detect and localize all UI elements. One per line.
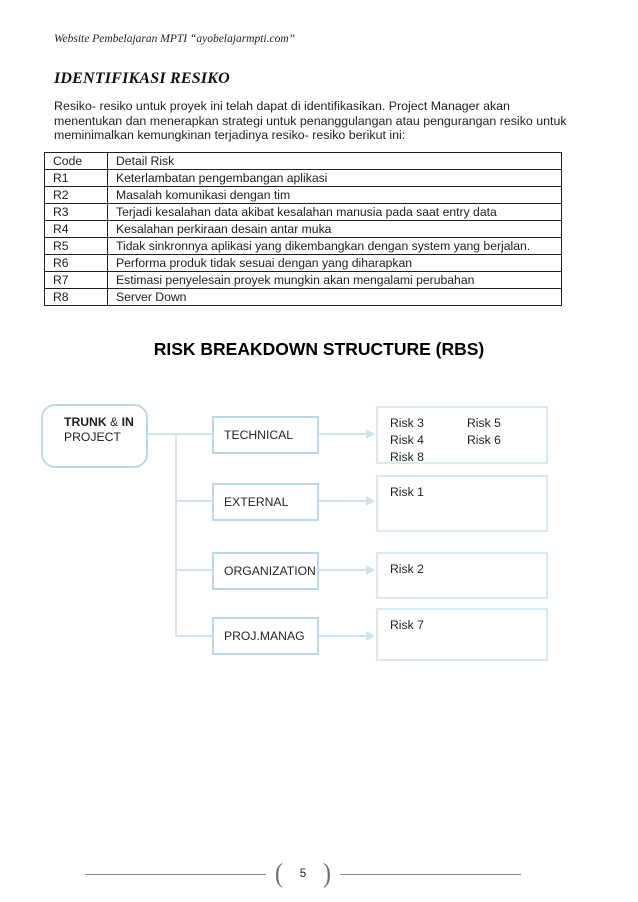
risk-label: Risk 2 — [390, 562, 424, 576]
root-node-line1: TRUNK & IN — [64, 415, 134, 429]
risk-code: R2 — [44, 186, 108, 204]
table-row: R1 Keterlambatan pengembangan aplikasi — [44, 169, 562, 187]
risk-label: Risk 8 — [390, 450, 424, 464]
category-label: ORGANIZATION — [224, 564, 316, 578]
table-row: R4 Kesalahan perkiraan desain antar muka — [44, 220, 562, 238]
rbs-heading: RISK BREAKDOWN STRUCTURE (RBS) — [153, 339, 485, 359]
connector-line — [175, 500, 212, 502]
table-row: R6 Performa produk tidak sesuai dengan y… — [44, 254, 562, 272]
connector-line — [175, 635, 212, 637]
risk-group-col: Risk 2 — [390, 561, 467, 597]
category-node-technical: TECHNICAL — [212, 416, 319, 454]
arrow-right-icon — [366, 631, 375, 641]
footer-rule-right — [340, 873, 521, 875]
risk-code: R5 — [44, 237, 108, 255]
risk-detail: Estimasi penyelesain proyek mungkin akan… — [107, 271, 562, 289]
risk-group-box-technical: Risk 3 Risk 4 Risk 8 Risk 5 Risk 6 — [376, 406, 548, 464]
risk-label: Risk 6 — [467, 433, 501, 447]
arrow-connector — [319, 635, 366, 637]
risk-group-col: Risk 1 — [390, 484, 467, 530]
risk-code: R7 — [44, 271, 108, 289]
risk-detail: Keterlambatan pengembangan aplikasi — [107, 169, 562, 187]
risk-group-col: Risk 5 Risk 6 — [467, 415, 544, 462]
risk-label: Risk 3 — [390, 416, 424, 430]
footer-rule-left — [85, 873, 266, 875]
category-node-proj-manag: PROJ.MANAG — [212, 617, 319, 655]
risk-label: Risk 7 — [390, 618, 424, 632]
category-label: TECHNICAL — [224, 428, 294, 442]
risk-detail: Performa produk tidak sesuai dengan yang… — [107, 254, 562, 272]
risk-code: R8 — [44, 288, 108, 306]
table-row: R7 Estimasi penyelesain proyek mungkin a… — [44, 271, 562, 289]
arrow-connector — [319, 569, 366, 571]
category-label: EXTERNAL — [224, 495, 289, 509]
table-row: R2 Masalah komunikasi dengan tim — [44, 186, 562, 204]
risk-detail: Tidak sinkronnya aplikasi yang dikembang… — [107, 237, 562, 255]
col-header-detail: Detail Risk — [107, 152, 562, 170]
arrow-connector — [319, 433, 366, 435]
page-header-text: Website Pembelajaran MPTI “ayobelajarmpt… — [54, 33, 296, 45]
arrow-connector — [319, 500, 366, 502]
risk-detail: Kesalahan perkiraan desain antar muka — [107, 220, 562, 238]
risk-code: R1 — [44, 169, 108, 187]
category-node-external: EXTERNAL — [212, 483, 319, 521]
arrow-right-icon — [366, 565, 375, 575]
risk-code: R4 — [44, 220, 108, 238]
root-node-line2: PROJECT — [64, 430, 121, 444]
risk-group-col: Risk 7 — [390, 617, 467, 659]
connector-line — [175, 433, 212, 435]
table-row: R3 Terjadi kesalahan data akibat kesalah… — [44, 203, 562, 221]
risk-code: R3 — [44, 203, 108, 221]
risk-label: Risk 4 — [390, 433, 424, 447]
intro-paragraph: Resiko- resiko untuk proyek ini telah da… — [54, 99, 567, 143]
section-title: IDENTIFIKASI RESIKO — [54, 70, 230, 87]
risk-group-col: Risk 3 Risk 4 Risk 8 — [390, 415, 467, 464]
table-row: R5 Tidak sinkronnya aplikasi yang dikemb… — [44, 237, 562, 255]
arrow-right-icon — [366, 496, 375, 506]
connector-line — [175, 569, 212, 571]
risk-label: Risk 1 — [390, 485, 424, 499]
category-label: PROJ.MANAG — [224, 629, 305, 643]
table-header-row: Code Detail Risk — [44, 152, 562, 170]
page-number: 5 — [299, 868, 307, 880]
col-header-code: Code — [44, 152, 108, 170]
connector-line — [148, 433, 175, 435]
arrow-right-icon — [366, 429, 375, 439]
bracket-right-icon: ) — [323, 859, 331, 889]
risk-detail: Server Down — [107, 288, 562, 306]
risk-detail: Terjadi kesalahan data akibat kesalahan … — [107, 203, 562, 221]
connector-line — [175, 433, 177, 637]
risk-detail: Masalah komunikasi dengan tim — [107, 186, 562, 204]
risk-table: Code Detail Risk R1 Keterlambatan pengem… — [44, 152, 562, 306]
rbs-root-node: TRUNK & IN PROJECT — [41, 404, 148, 468]
risk-group-box-organization: Risk 2 — [376, 552, 548, 599]
category-node-organization: ORGANIZATION — [212, 552, 319, 590]
page-footer: ( 5 ) — [85, 859, 521, 889]
risk-label: Risk 5 — [467, 416, 501, 430]
table-row: R8 Server Down — [44, 288, 562, 306]
bracket-left-icon: ( — [275, 859, 283, 889]
risk-code: R6 — [44, 254, 108, 272]
risk-group-box-external: Risk 1 — [376, 475, 548, 532]
risk-group-box-proj-manag: Risk 7 — [376, 608, 548, 661]
